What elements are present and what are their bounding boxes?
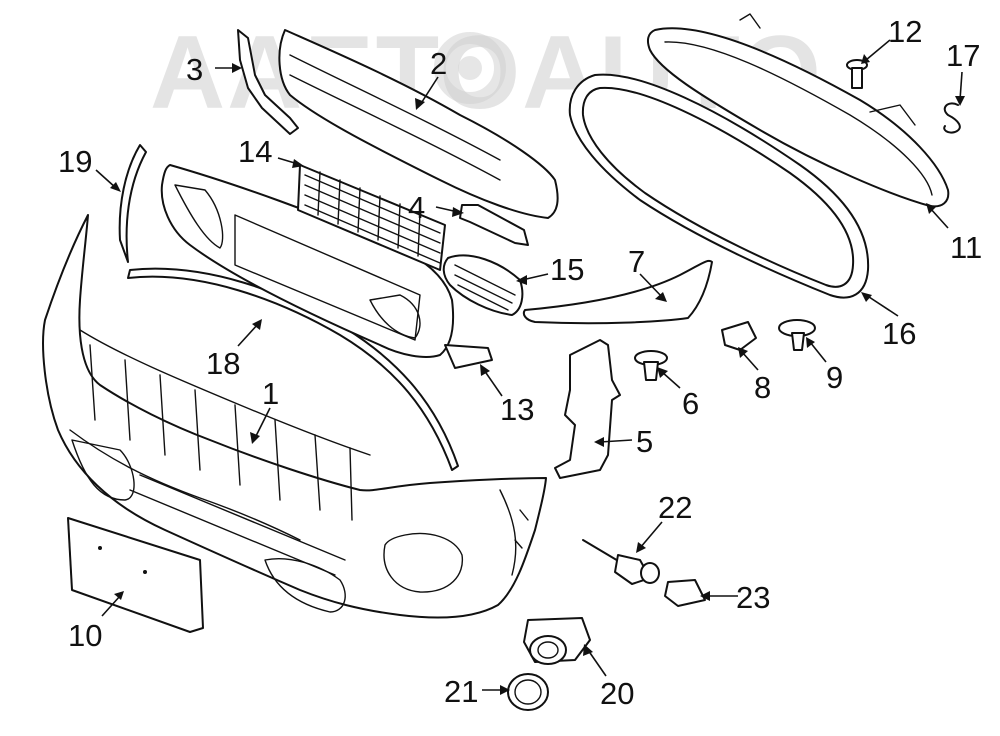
callout-2: 2 (430, 46, 447, 81)
callout-21: 21 (444, 674, 478, 709)
park-sensor (523, 617, 591, 665)
arrowhead-23 (700, 591, 710, 601)
arrowhead-20 (583, 644, 593, 656)
retainer-clip (721, 321, 757, 351)
grille-surround-trim (568, 73, 870, 299)
callout-22: 22 (658, 490, 692, 525)
arrowhead-1 (250, 432, 260, 444)
leader-17 (959, 71, 963, 101)
leader-8 (741, 351, 759, 371)
callout-9: 9 (826, 360, 843, 395)
leader-22 (639, 521, 663, 549)
callout-5: 5 (636, 424, 653, 459)
arrowhead-12 (861, 54, 870, 64)
arrowhead-17 (955, 96, 965, 106)
arrowhead-14 (292, 159, 304, 168)
leader-19 (95, 169, 117, 189)
arrowhead-2 (415, 98, 425, 110)
small-grille-insert (442, 254, 524, 316)
callout-11: 11 (950, 230, 982, 265)
connector (664, 579, 706, 607)
arrowhead-8 (738, 347, 748, 358)
upper-reinforcement (278, 29, 559, 219)
callout-4: 4 (408, 190, 425, 225)
rivet-clip (778, 319, 816, 351)
callout-14: 14 (238, 134, 272, 169)
leader-10 (101, 595, 121, 617)
arrowheads (110, 54, 965, 695)
arrowhead-21 (500, 685, 510, 695)
callout-6: 6 (682, 386, 699, 421)
callout-23: 23 (736, 580, 770, 615)
leader-5 (599, 439, 633, 443)
callout-17: 17 (946, 38, 980, 73)
arrowhead-7 (655, 292, 667, 302)
callout-15: 15 (550, 252, 584, 287)
callout-20: 20 (600, 676, 634, 711)
lower-trim-strip (522, 259, 713, 325)
leader-13 (483, 369, 503, 397)
bumper-cover (42, 214, 547, 619)
callout-19: 19 (58, 144, 92, 179)
callout-7: 7 (628, 244, 645, 279)
leader-7 (639, 273, 664, 299)
leader-11 (929, 207, 949, 229)
s-badge (943, 102, 961, 134)
sensor-ring (507, 673, 549, 711)
arrowhead-9 (806, 337, 815, 348)
arrowhead-13 (480, 364, 490, 376)
callout-10: 10 (68, 618, 102, 653)
arrowhead-4 (452, 207, 464, 217)
arrowhead-15 (516, 275, 527, 285)
callout-18: 18 (206, 346, 240, 381)
leader-20 (587, 649, 607, 677)
callout-labels: 1 2 3 4 5 6 7 8 9 10 11 12 13 14 15 16 1… (58, 14, 982, 711)
leader-12 (865, 39, 891, 61)
leader-6 (661, 371, 681, 389)
arrowhead-3 (232, 63, 242, 73)
arrowhead-11 (926, 203, 936, 214)
callout-8: 8 (754, 370, 771, 405)
watermark-gear-icon (434, 32, 506, 104)
center-grille-insert (297, 164, 446, 271)
side-bracket (237, 29, 299, 135)
leader-16 (865, 294, 899, 317)
license-plate-bracket (67, 517, 204, 633)
leader-1 (254, 407, 271, 439)
arrowhead-6 (657, 367, 668, 378)
temperature-sensor (582, 539, 660, 585)
arrowhead-22 (636, 542, 646, 553)
arrowhead-16 (861, 292, 872, 302)
callout-12: 12 (888, 14, 922, 49)
arrowhead-19 (110, 182, 121, 192)
leader-18 (237, 323, 259, 347)
callout-16: 16 (882, 316, 916, 351)
side-molding-strip (118, 144, 147, 263)
arrowhead-5 (594, 437, 604, 447)
push-clip (634, 350, 668, 381)
leader-9 (809, 341, 827, 363)
arrowhead-18 (252, 319, 262, 330)
callout-13: 13 (500, 392, 534, 427)
side-support-bracket (554, 339, 621, 479)
callout-3: 3 (186, 52, 203, 87)
leader-2 (419, 76, 439, 106)
small-bracket (459, 204, 529, 246)
callout-1: 1 (262, 376, 279, 411)
arrowhead-10 (114, 591, 124, 600)
screw (846, 59, 868, 89)
